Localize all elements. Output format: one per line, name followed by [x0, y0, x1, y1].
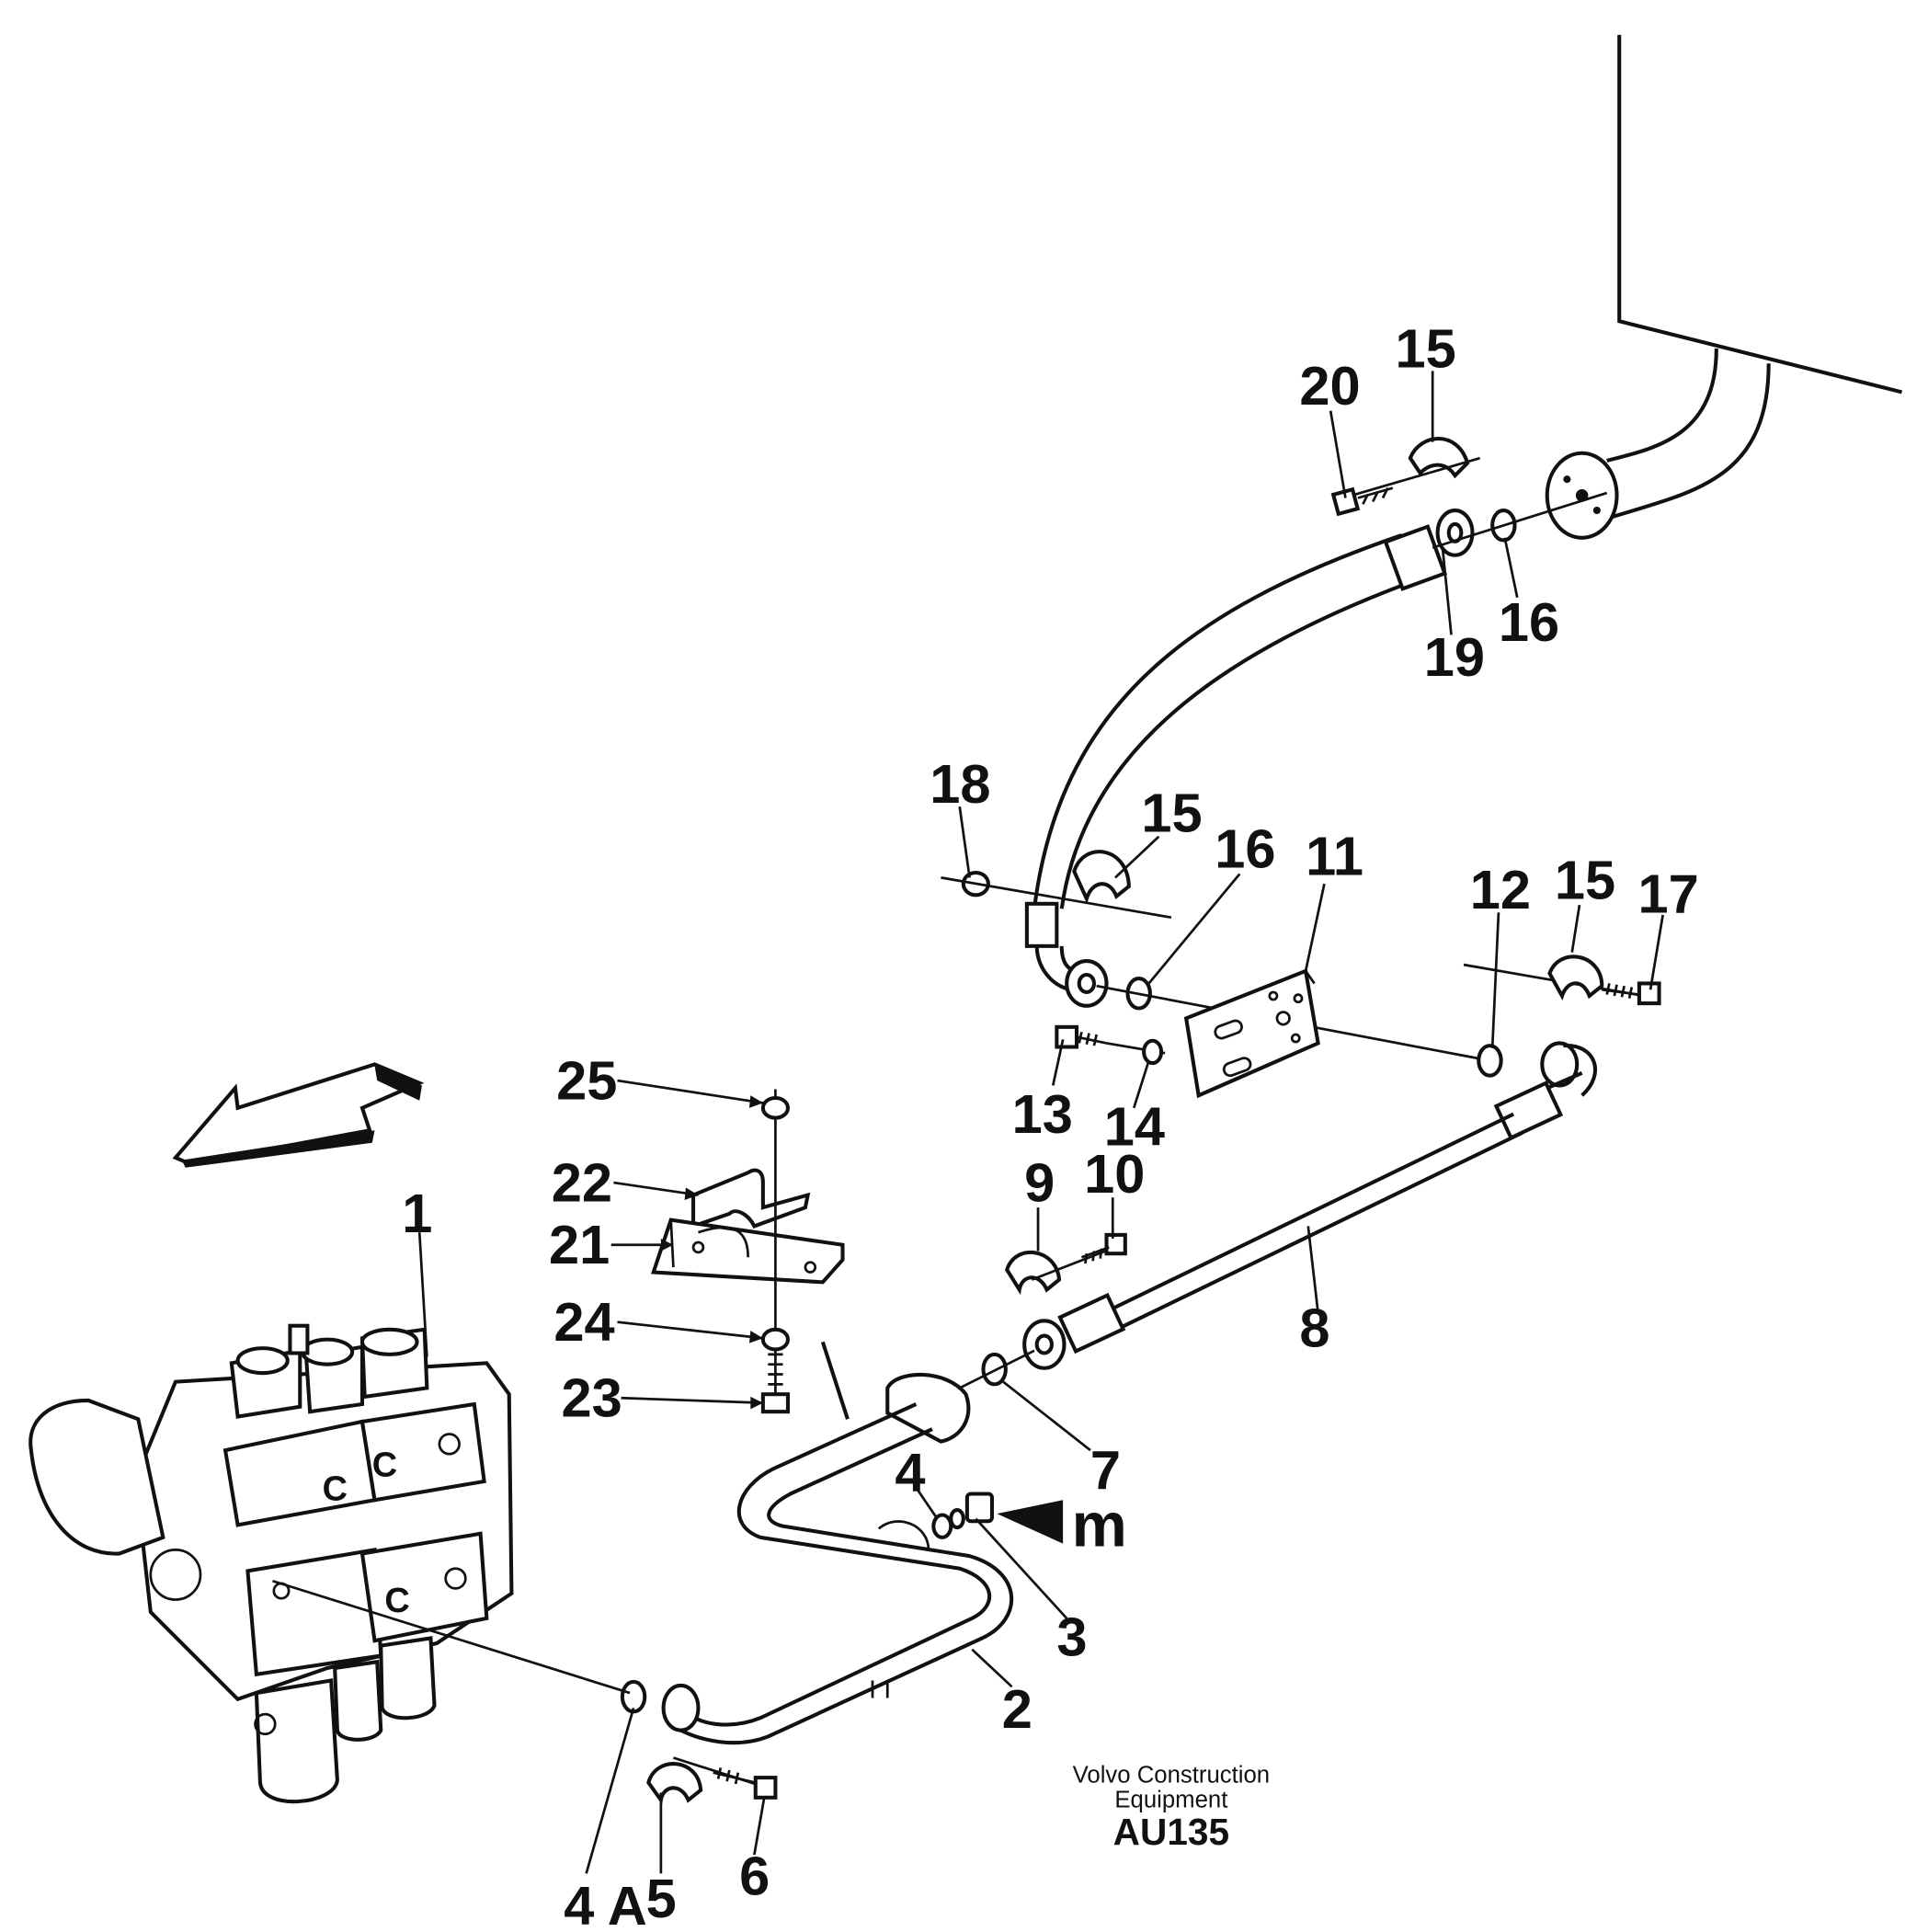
callout-16-mid: 16 — [1215, 818, 1275, 880]
callout-21: 21 — [549, 1214, 610, 1275]
callout-4: 4 — [895, 1442, 925, 1503]
callout-12: 12 — [1470, 859, 1531, 920]
clamp-5 — [646, 1756, 768, 1805]
hose-end-washer-8 — [1022, 1319, 1067, 1370]
bolt-23 — [760, 1353, 790, 1414]
clamp-15-top — [1351, 437, 1481, 497]
lower-hose-8 — [1057, 1041, 1598, 1355]
callout-14: 14 — [1104, 1095, 1165, 1157]
callout-18: 18 — [930, 753, 990, 815]
bolt-6 — [713, 1767, 778, 1800]
credit-line-2: Equipment — [1114, 1788, 1227, 1813]
callout-labels: 1 2 3 4 4 A 5 6 7 8 9 10 11 12 13 14 15 … — [402, 317, 1698, 1932]
callout-13: 13 — [1012, 1083, 1073, 1145]
callout-24: 24 — [553, 1291, 614, 1353]
callout-22: 22 — [552, 1151, 612, 1213]
callout-5: 5 — [646, 1868, 677, 1929]
callout-m: m — [1072, 1491, 1127, 1560]
tank-outline — [1617, 34, 1903, 394]
o-ring-12 — [1477, 1044, 1503, 1078]
credit-line-1: Volvo Construction — [1073, 1763, 1270, 1789]
pipe-flange-end — [661, 1683, 701, 1732]
bolt-10 — [1080, 1232, 1127, 1264]
clamp-9 — [1004, 1243, 1123, 1296]
bracket-22 — [691, 1168, 811, 1229]
tank-outlet-elbow — [1545, 349, 1771, 540]
o-ring-4a — [620, 1679, 647, 1714]
direction-arrow-icon — [172, 1062, 425, 1168]
control-valve-1: C C C — [29, 1323, 514, 1804]
drawing-code: AU135 — [1113, 1811, 1229, 1853]
callout-23: 23 — [562, 1367, 622, 1429]
installation-arrow — [820, 1341, 850, 1420]
svg-text:C: C — [372, 1446, 397, 1485]
washer-25 — [760, 1095, 790, 1120]
callout-1: 1 — [402, 1183, 432, 1244]
nut-18 — [941, 870, 1172, 920]
washer-24 — [760, 1327, 790, 1352]
plug-3 — [964, 1492, 994, 1524]
bolt-17 — [1602, 981, 1661, 1006]
callout-15-mid: 15 — [1141, 782, 1202, 843]
callout-19: 19 — [1424, 626, 1485, 688]
callout-20: 20 — [1299, 355, 1360, 417]
callout-10: 10 — [1084, 1143, 1145, 1205]
callout-2: 2 — [1002, 1678, 1032, 1740]
credit-block: Volvo Construction Equipment AU135 — [1073, 1763, 1270, 1854]
clamp-15-mid — [1072, 850, 1131, 905]
bolt-20 — [1330, 486, 1394, 517]
callout-15-top: 15 — [1396, 317, 1456, 379]
valve-port-line — [272, 1579, 631, 1695]
clamp-15-right — [1463, 955, 1645, 1001]
callout-17: 17 — [1638, 863, 1699, 924]
hose-end-washer-mid — [1065, 959, 1109, 1008]
callout-8: 8 — [1299, 1298, 1329, 1359]
washer-14 — [1142, 1038, 1164, 1066]
pipe-2 — [679, 1372, 1014, 1745]
direction-marker-m — [997, 1500, 1064, 1544]
callout-15-right: 15 — [1555, 849, 1615, 910]
bracket-21 — [650, 1218, 845, 1285]
callout-11: 11 — [1306, 826, 1363, 887]
upper-hose — [1024, 524, 1447, 992]
callout-6: 6 — [739, 1845, 770, 1906]
callout-3: 3 — [1056, 1606, 1087, 1667]
washer-4 — [931, 1508, 965, 1539]
callout-7: 7 — [1090, 1439, 1121, 1501]
svg-text:C: C — [323, 1469, 348, 1508]
callout-9: 9 — [1024, 1151, 1055, 1213]
callout-25: 25 — [556, 1049, 617, 1111]
leader-arrowheads — [660, 1095, 763, 1410]
callout-16-top: 16 — [1499, 591, 1559, 653]
flange-plate-11 — [1183, 968, 1320, 1099]
callout-4a: 4 A — [564, 1875, 646, 1932]
svg-text:C: C — [384, 1582, 409, 1620]
